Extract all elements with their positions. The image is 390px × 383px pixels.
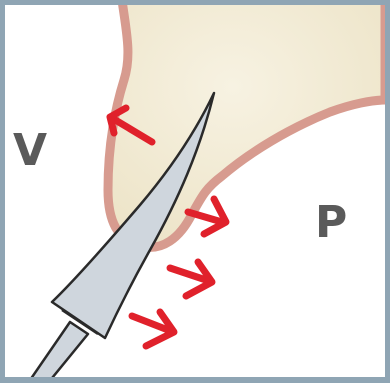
chevron-arrow-3 (132, 312, 174, 346)
vestibular-label: V (13, 129, 47, 173)
scalpel-handle (28, 322, 88, 383)
chevron-arrow-2 (170, 262, 212, 296)
palatal-label: P (315, 201, 347, 245)
bottom-divider (45, 377, 355, 379)
